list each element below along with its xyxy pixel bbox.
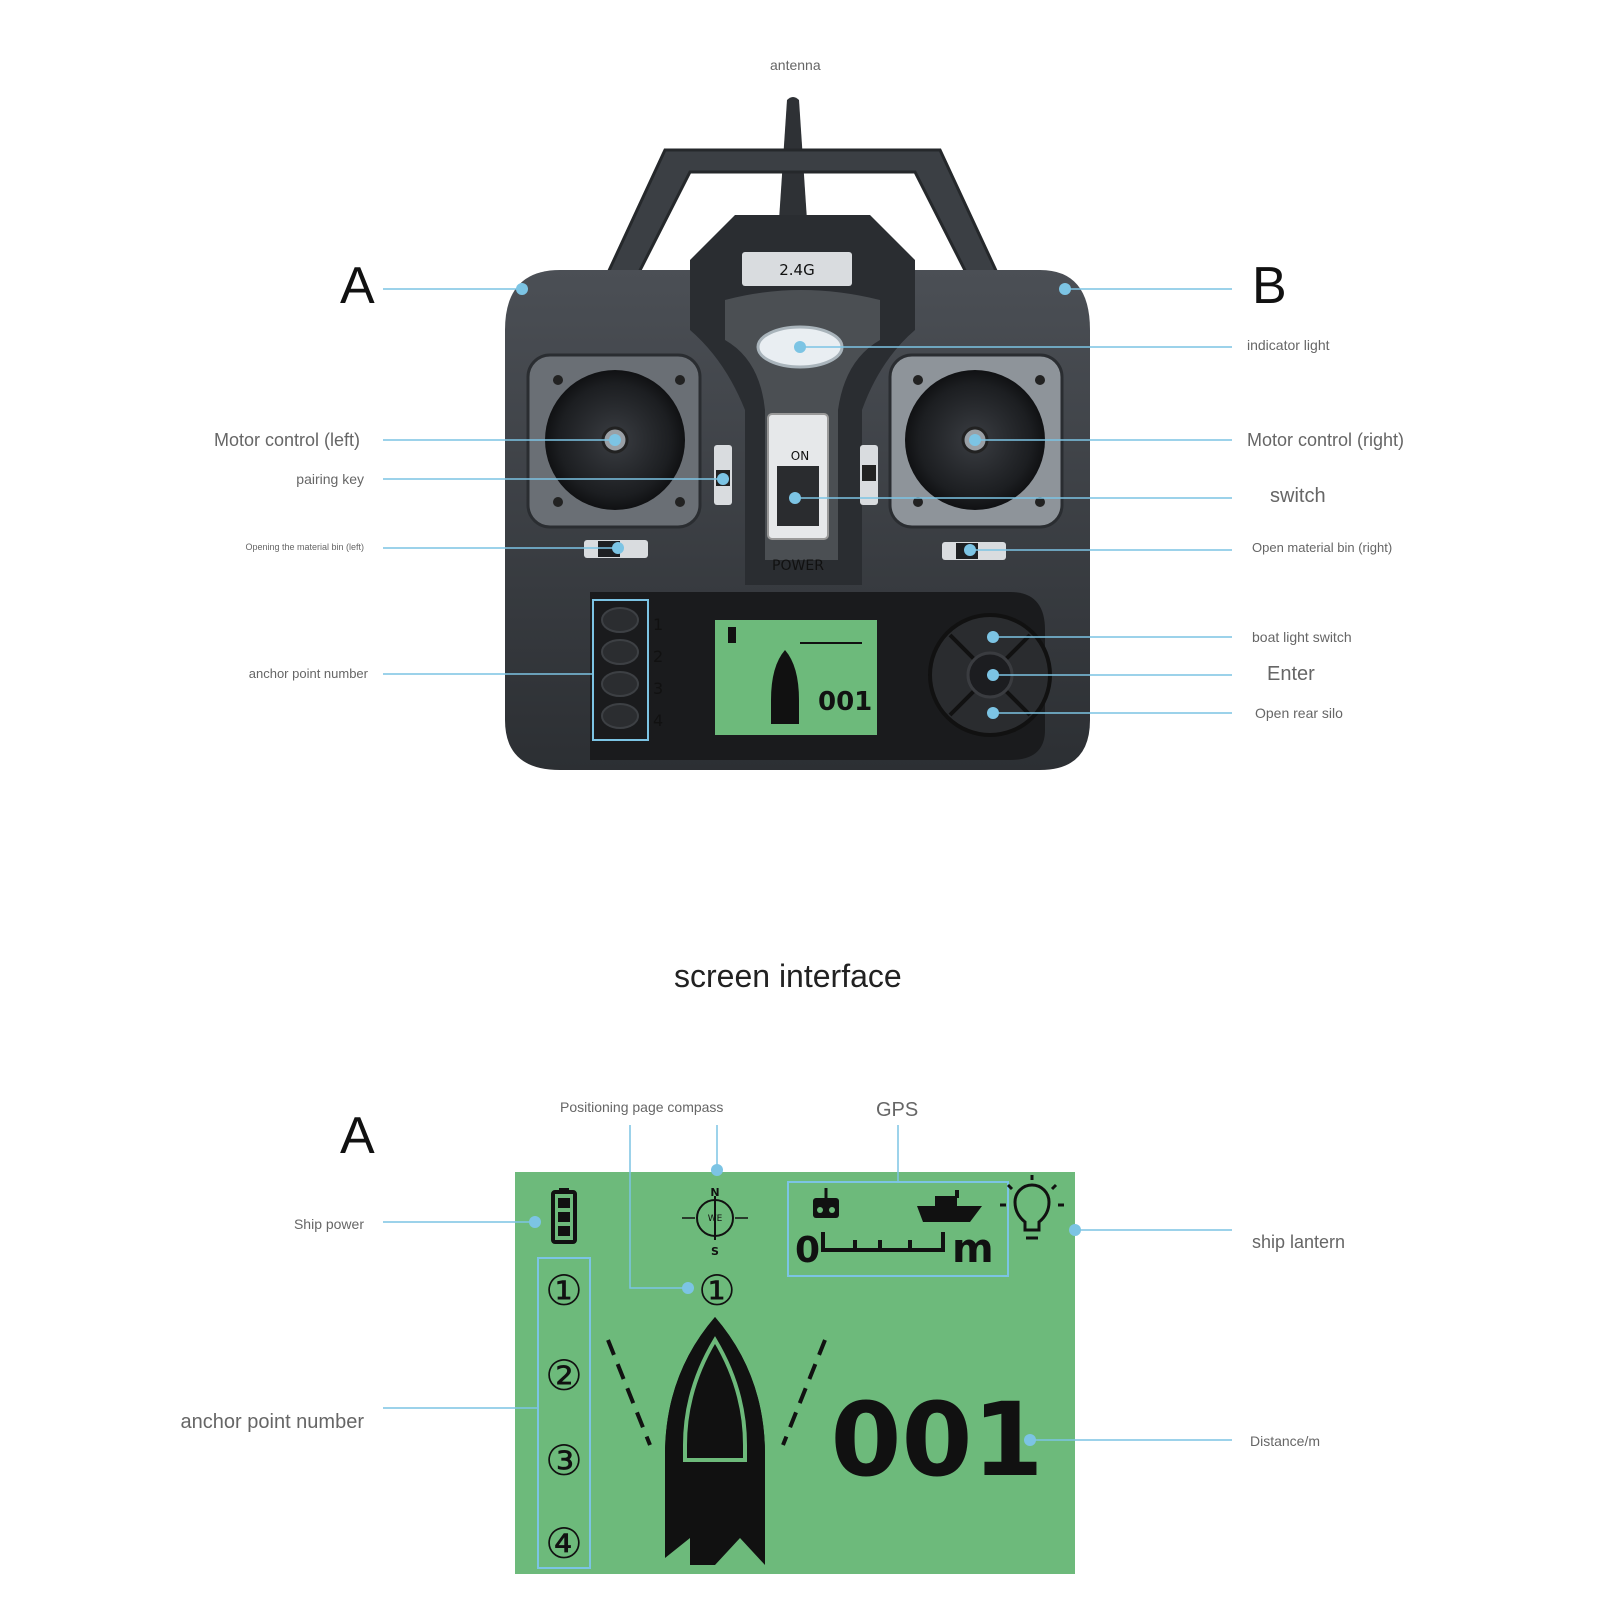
anchor-key-1[interactable] bbox=[601, 607, 639, 633]
remote-controller bbox=[505, 97, 1090, 770]
power-text: POWER bbox=[772, 558, 824, 574]
screen-anchor-label: anchor point number bbox=[180, 1411, 364, 1433]
screen-callout-lines bbox=[383, 1125, 1232, 1446]
anchor-keys bbox=[601, 607, 639, 729]
motor-left-label: Motor control (left) bbox=[213, 430, 360, 450]
freq-badge bbox=[742, 252, 852, 286]
distance-value: 001 bbox=[831, 1381, 1044, 1500]
anchor-circle-2: ② bbox=[545, 1351, 583, 1400]
compass-anchor-circle: ① bbox=[698, 1266, 736, 1315]
antenna-label: antenna bbox=[770, 57, 821, 73]
anchor-circle-4: ④ bbox=[545, 1519, 583, 1568]
anchor-circle-3: ③ bbox=[545, 1436, 583, 1485]
switch-on-text: ON bbox=[791, 449, 809, 463]
heading-line-left bbox=[606, 1339, 652, 1446]
gps-label: GPS bbox=[876, 1099, 919, 1121]
anchor-key-3[interactable] bbox=[601, 671, 639, 697]
remote-control-icon bbox=[813, 1188, 839, 1218]
rear-silo-label: Open rear silo bbox=[1255, 705, 1343, 721]
compass-icon bbox=[682, 1196, 748, 1240]
anchor-keys-highlight bbox=[592, 599, 649, 741]
anchor-key-label-1: 1 bbox=[653, 615, 663, 634]
lcd-screen bbox=[515, 1172, 1075, 1574]
indicator-light-label: indicator light bbox=[1247, 337, 1330, 353]
heading-line-right bbox=[781, 1339, 827, 1446]
lightbulb-icon bbox=[1000, 1175, 1064, 1240]
compass-label: Positioning page compass bbox=[560, 1099, 724, 1115]
remote-callout-lines bbox=[383, 283, 1232, 719]
ship-lantern-label: ship lantern bbox=[1252, 1232, 1346, 1252]
side-b-label: B bbox=[1252, 257, 1287, 315]
distance-label: Distance/m bbox=[1250, 1433, 1321, 1449]
lcd-background bbox=[515, 1172, 1075, 1574]
side-a-label: A bbox=[340, 257, 375, 315]
switch-label: switch bbox=[1270, 485, 1326, 507]
pairing-key-label: pairing key bbox=[296, 471, 364, 487]
anchor-list-highlight bbox=[537, 1257, 591, 1569]
bin-left-label: Opening the material bin (left) bbox=[245, 542, 364, 552]
anchor-circle-1: ① bbox=[545, 1266, 583, 1315]
screen-title: screen interface bbox=[674, 958, 902, 994]
gps-zero: 0 bbox=[795, 1230, 820, 1271]
anchor-key-4[interactable] bbox=[601, 703, 639, 729]
battery-icon bbox=[551, 1188, 577, 1244]
compass-s: S bbox=[711, 1245, 719, 1258]
remote-anchor-label: anchor point number bbox=[248, 666, 368, 681]
enter-label: Enter bbox=[1267, 663, 1315, 685]
anchor-key-label-4: 4 bbox=[653, 711, 663, 730]
screen-side-a-label: A bbox=[340, 1107, 375, 1165]
anchor-key-2[interactable] bbox=[601, 639, 639, 665]
compass-we: WE bbox=[708, 1214, 723, 1224]
compass-n: N bbox=[710, 1186, 719, 1199]
motor-right-label: Motor control (right) bbox=[1247, 430, 1405, 450]
anchor-key-label-2: 2 bbox=[653, 647, 663, 666]
boat-light-switch-label: boat light switch bbox=[1252, 629, 1352, 645]
ship-power-label: Ship power bbox=[293, 1216, 364, 1232]
gps-scale bbox=[821, 1232, 945, 1252]
mini-distance-value: 001 bbox=[818, 687, 872, 717]
anchor-key-label-3: 3 bbox=[653, 679, 663, 698]
gps-unit: m bbox=[952, 1226, 994, 1272]
ship-icon bbox=[917, 1190, 982, 1222]
badge-text: 2.4G bbox=[779, 261, 814, 279]
center-console bbox=[690, 215, 915, 585]
bin-right-label: Open material bin (right) bbox=[1252, 540, 1393, 555]
